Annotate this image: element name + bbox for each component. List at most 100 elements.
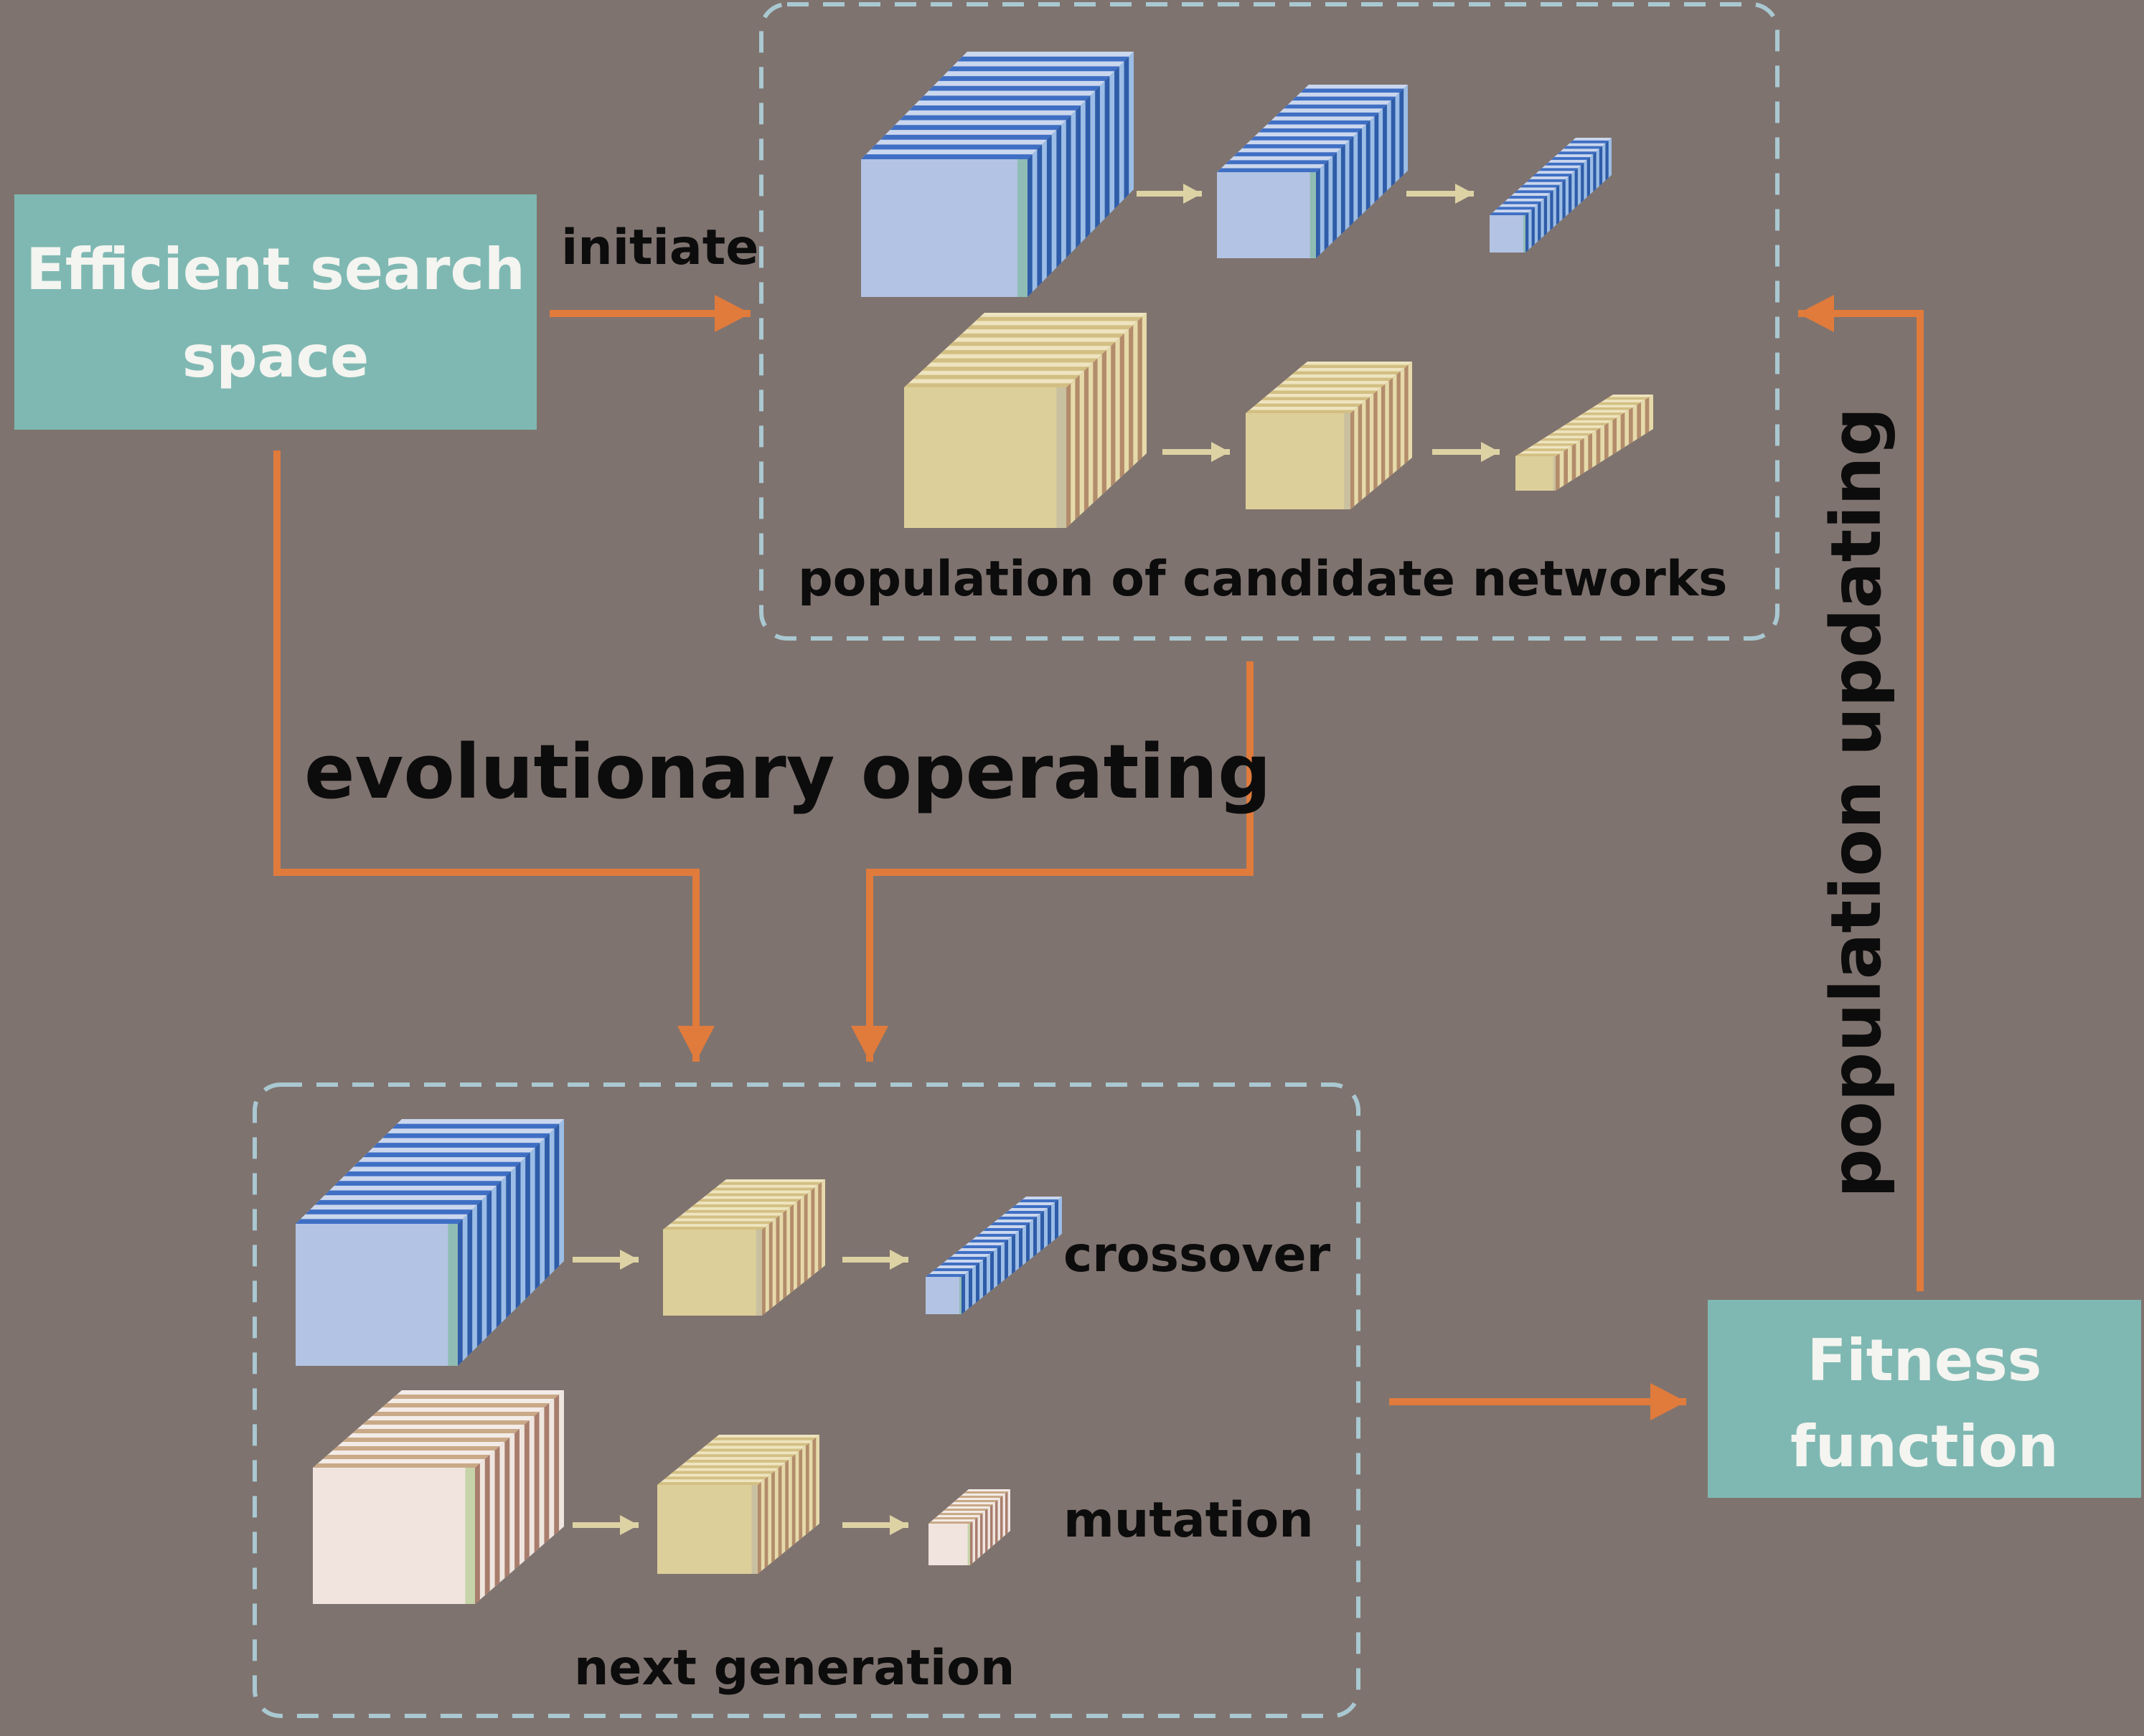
block-top-stripe <box>1292 96 1396 101</box>
block-side-stripe <box>1349 136 1354 227</box>
block-top-stripe <box>705 1443 809 1446</box>
block-side-stripe <box>790 1204 794 1293</box>
block-side-stripe <box>554 1395 560 1535</box>
block-top-stripe <box>976 1234 1015 1237</box>
block-side-stripe <box>1404 364 1409 464</box>
block-side-stripe <box>1599 146 1603 187</box>
block-side-stripe <box>990 1504 993 1548</box>
block-side-stripe <box>762 1227 766 1316</box>
block-side-stripe <box>1593 151 1597 192</box>
block-side-stripe <box>514 1429 519 1570</box>
block-side-stripe <box>1571 443 1576 481</box>
block-side-stripe <box>1093 358 1098 504</box>
fitness-label-line1: Fitness <box>1807 1327 2042 1394</box>
block-top-stripe <box>939 1513 983 1515</box>
block-top-stripe <box>697 1199 801 1202</box>
block-top-stripe <box>1597 402 1641 405</box>
block-side-stripe <box>1531 207 1535 247</box>
block-side-stripe <box>524 1420 530 1561</box>
block-side-stripe <box>997 1245 1001 1286</box>
block-top-stripe <box>969 1240 1008 1242</box>
block-side-stripe <box>494 1446 500 1587</box>
block-top-stripe <box>1520 184 1560 188</box>
fitness-function-box: Fitness function <box>1708 1300 2141 1498</box>
block-front <box>1217 172 1316 258</box>
block-side-stripe <box>811 1187 815 1277</box>
block-side-stripe <box>804 1193 808 1283</box>
block-top-stripe <box>353 1161 521 1167</box>
block-top-stripe <box>296 1219 463 1224</box>
block-top-stripe <box>372 1143 540 1148</box>
next-generation-caption: next generation <box>574 1640 1015 1697</box>
block-top-stripe <box>712 1437 817 1440</box>
block-side-stripe <box>554 1123 560 1271</box>
block-top-stripe <box>1012 1205 1051 1208</box>
block-top-stripe <box>322 1455 490 1459</box>
block-top-stripe <box>1523 448 1568 451</box>
block-top-stripe <box>664 1476 768 1480</box>
block-top-stripe <box>1300 88 1404 93</box>
block-side-stripe <box>525 1152 530 1300</box>
block-top-stripe <box>934 1517 978 1519</box>
block-side-stripe <box>1048 1205 1051 1245</box>
block-side-stripe <box>1137 316 1142 462</box>
block-front <box>657 1485 758 1574</box>
block-side-stripe <box>995 1500 998 1544</box>
block-top-stripe <box>382 1133 550 1138</box>
block-side-stripe <box>1374 112 1379 203</box>
mutation-label: mutation <box>1063 1492 1314 1549</box>
block-top-stripe <box>691 1454 796 1458</box>
block-side-stripe <box>1388 377 1393 477</box>
block-top-stripe <box>959 1496 1003 1498</box>
block-side-stripe <box>1340 144 1345 235</box>
block-side-stripe <box>515 1161 521 1309</box>
block-side-stripe <box>976 1263 979 1303</box>
block-side-stripe <box>783 1209 787 1299</box>
block-top-stripe <box>931 358 1098 363</box>
block-side-stripe <box>1085 95 1091 239</box>
block-side-stripe <box>778 1465 782 1557</box>
block-side-stripe <box>799 1448 803 1541</box>
block-top-stripe <box>372 1412 540 1416</box>
block-side-stripe <box>484 1455 490 1595</box>
block-top-stripe <box>392 1123 560 1129</box>
block-front <box>663 1230 762 1316</box>
block-side-stripe <box>1586 157 1590 197</box>
block-top-stripe <box>685 1460 789 1463</box>
block-top-stripe <box>1563 146 1603 149</box>
block-side-stripe <box>1119 333 1124 478</box>
block-top-stripe <box>948 66 1119 72</box>
block-top-stripe <box>933 1268 972 1271</box>
main-arrows <box>273 295 1924 1420</box>
block-side-stripe <box>970 1522 973 1565</box>
block-top-stripe <box>1551 157 1590 160</box>
block-top-stripe <box>392 1395 560 1399</box>
block-side-stripe <box>1111 341 1116 487</box>
block-top-stripe <box>1548 433 1592 436</box>
block-top-stripe <box>940 1263 979 1265</box>
block-top-stripe <box>904 383 1071 387</box>
block-top-stripe <box>961 1245 1001 1248</box>
block-top-stripe <box>1225 160 1329 164</box>
search-space-box: Efficient search space <box>14 194 537 430</box>
block-side-stripe <box>1005 1491 1008 1535</box>
block-top-stripe <box>1508 196 1547 199</box>
block-front <box>1490 215 1525 253</box>
population-updating-label: population updating <box>1816 407 1896 1198</box>
block-side-stripe <box>1350 410 1355 509</box>
block-top-stripe <box>1526 179 1566 182</box>
block-top-stripe <box>1569 140 1609 143</box>
block-top-stripe <box>1515 453 1560 456</box>
block-front-edge <box>465 1468 475 1604</box>
block-side-stripe <box>1028 154 1033 297</box>
block-top-stripe <box>954 1251 994 1254</box>
block-side-stripe <box>969 1268 972 1308</box>
block-side-stripe <box>1604 423 1609 460</box>
block-front-edge <box>1523 215 1525 253</box>
block-side-stripe <box>1391 96 1396 187</box>
block-top-stripe <box>957 56 1129 62</box>
block-side-stripe <box>1637 402 1641 440</box>
block-side-stripe <box>1581 162 1584 203</box>
block-front <box>926 1277 961 1314</box>
